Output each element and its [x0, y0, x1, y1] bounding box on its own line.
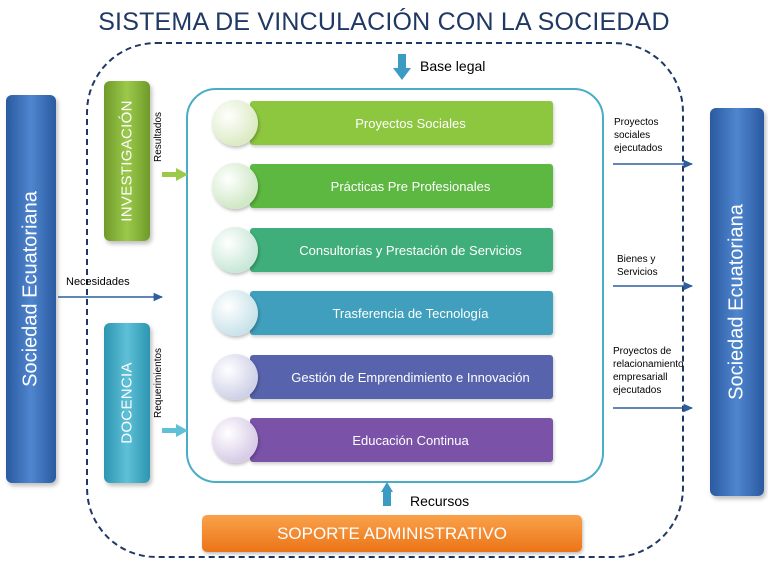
output-label: Proyectos de relacionamiento empresarial… — [613, 346, 684, 396]
program-circle-icon — [212, 354, 258, 400]
soporte-label: SOPORTE ADMINISTRATIVO — [277, 523, 507, 543]
docencia-block: DOCENCIA — [104, 323, 150, 483]
requerimientos-arrow-icon — [162, 424, 188, 437]
program-label: Trasferencia de Tecnología — [332, 305, 489, 321]
diagram-title: SISTEMA DE VINCULACIÓN CON LA SOCIEDAD — [98, 8, 670, 36]
program-circle-icon — [212, 163, 258, 209]
program-label: Gestión de Emprendimiento e Innovación — [291, 369, 530, 385]
program-bar: Educación Continua — [250, 418, 553, 462]
resultados-arrow-icon — [162, 168, 188, 181]
program-label: Proyectos Sociales — [355, 115, 466, 131]
investigacion-block: INVESTIGACIÓN — [104, 81, 150, 241]
program-circle-icon — [212, 290, 258, 336]
left-society-block: Sociedad Ecuatoriana — [6, 95, 56, 483]
right-society-block: Sociedad Ecuatoriana — [710, 108, 764, 496]
program-label: Prácticas Pre Profesionales — [330, 178, 491, 194]
program-circle-icon — [212, 227, 258, 273]
program-circle-icon — [212, 417, 258, 463]
program-bar: Trasferencia de Tecnología — [250, 291, 553, 335]
recursos-arrow-icon — [381, 482, 393, 506]
program-bar: Prácticas Pre Profesionales — [250, 164, 553, 208]
soporte-administrativo-block: SOPORTE ADMINISTRATIVO — [202, 515, 582, 552]
program-bar: Proyectos Sociales — [250, 101, 553, 145]
program-circle-icon — [212, 100, 258, 146]
program-bar: Consultorías y Prestación de Servicios — [250, 228, 553, 272]
program-bar: Gestión de Emprendimiento e Innovación — [250, 355, 553, 399]
programs-container — [186, 88, 604, 483]
program-label: Educación Continua — [352, 432, 469, 448]
base-legal-label: Base legal — [420, 58, 486, 74]
program-label: Consultorías y Prestación de Servicios — [299, 242, 522, 258]
system-boundary — [86, 42, 684, 558]
base-legal-arrow-icon — [393, 54, 411, 80]
recursos-label: Recursos — [410, 493, 470, 509]
output-label: Bienes y Servicios — [617, 254, 658, 278]
output-label: Proyectos sociales ejecutados — [614, 117, 663, 154]
necesidades-label: Necesidades — [66, 276, 130, 288]
